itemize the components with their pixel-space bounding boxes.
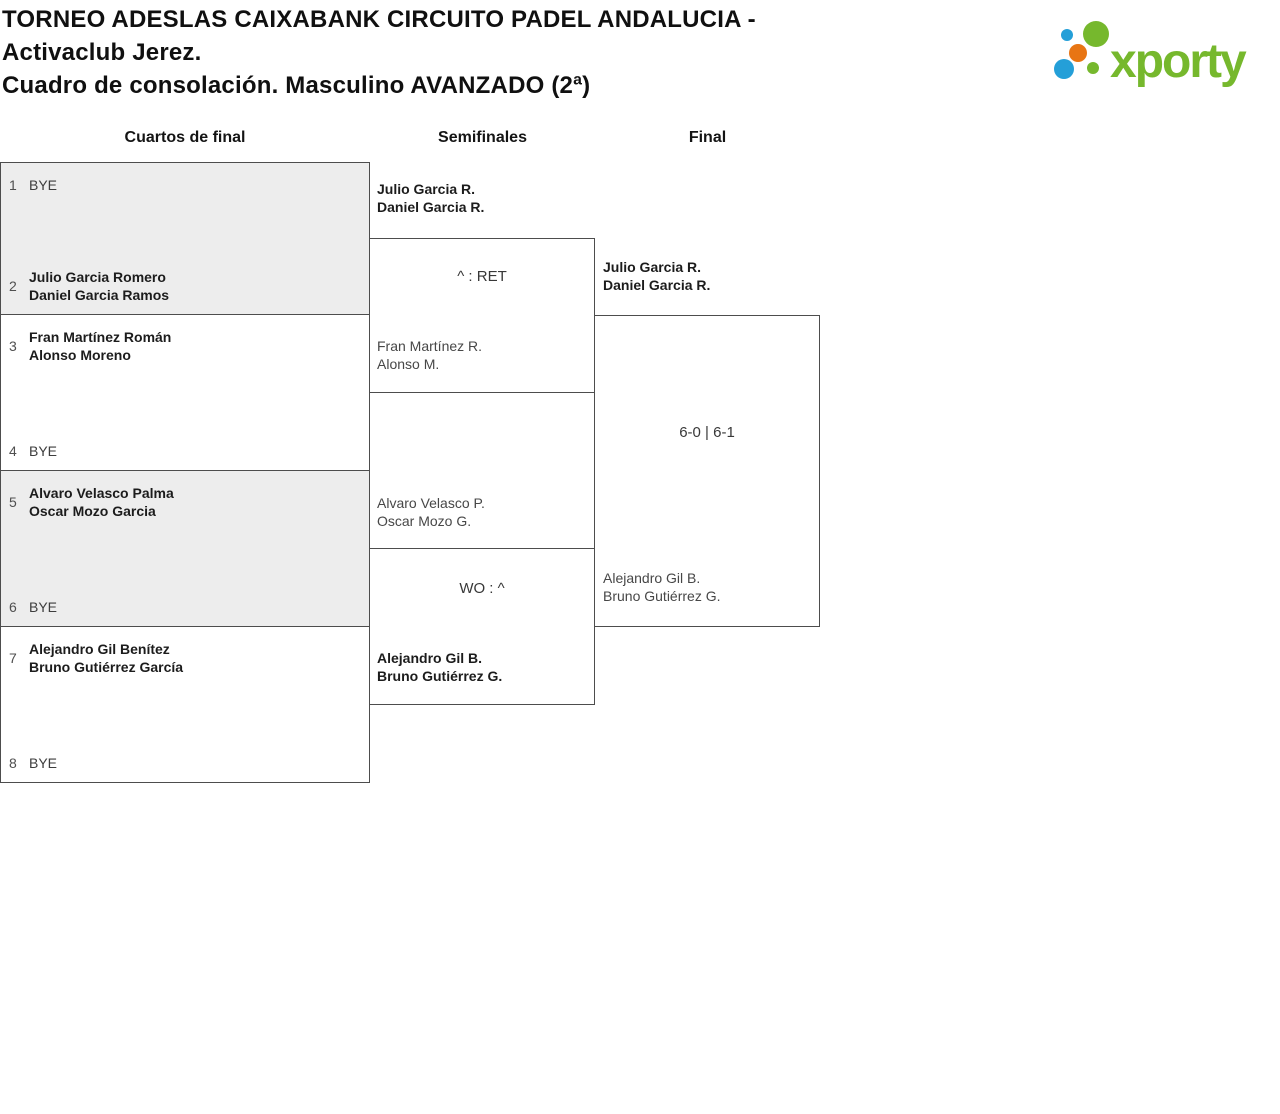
bracket-slot-3: 3 Fran Martínez Román Alonso Moreno — [1, 328, 369, 364]
seed-number: 6 — [9, 599, 17, 615]
xporty-wordmark: xporty — [1110, 35, 1247, 88]
logo-dot-orange-icon — [1069, 44, 1087, 62]
team-name: Fran Martínez Román — [29, 329, 172, 345]
page-title-line: TORNEO ADESLAS CAIXABANK CIRCUITO PADEL … — [2, 6, 756, 33]
qf-match-2-box: 3 Fran Martínez Román Alonso Moreno 4 BY… — [0, 314, 370, 471]
team-entry: BYE — [29, 598, 57, 616]
logo-dot-blue-small-icon — [1061, 29, 1073, 41]
team-name: Alejandro Gil B. — [377, 650, 483, 666]
seed-number: 2 — [9, 278, 17, 294]
team-name: Julio Garcia R. — [377, 181, 476, 197]
sf2-top-team: Alvaro Velasco P. Oscar Mozo G. — [377, 494, 485, 530]
page-title-line: Cuadro de consolación. Masculino AVANZAD… — [2, 72, 591, 99]
final-score: 6-0 | 6-1 — [679, 424, 735, 441]
team-name: Alonso M. — [377, 356, 440, 372]
xporty-logo[interactable]: xporty — [1050, 13, 1275, 103]
team-name: Fran Martínez R. — [377, 338, 483, 354]
final-match-box — [594, 315, 820, 627]
bracket-slot-6: 6 BYE — [1, 598, 369, 616]
qf-match-3-box: 5 Alvaro Velasco Palma Oscar Mozo Garcia… — [0, 470, 370, 627]
team-name: Daniel Garcia R. — [377, 199, 485, 215]
seed-number: 7 — [9, 650, 17, 666]
page-title-line: Activaclub Jerez. — [2, 39, 202, 66]
team-name: Julio Garcia Romero — [29, 269, 166, 285]
bracket-slot-2: 2 Julio Garcia Romero Daniel Garcia Ramo… — [1, 268, 369, 304]
seed-number: 3 — [9, 338, 17, 354]
logo-dot-blue-large-icon — [1054, 59, 1074, 79]
team-name: Alejandro Gil Benítez — [29, 641, 170, 657]
team-entry: BYE — [29, 442, 57, 460]
team-entry: Alejandro Gil Benítez Bruno Gutiérrez Ga… — [29, 640, 183, 676]
sf1-bottom-team: Fran Martínez R. Alonso M. — [377, 337, 482, 373]
team-name: Bruno Gutiérrez García — [29, 659, 184, 675]
team-name: Bruno Gutiérrez G. — [377, 668, 503, 684]
team-name: Alvaro Velasco P. — [377, 495, 485, 511]
team-name: BYE — [29, 755, 58, 771]
team-name: Oscar Mozo Garcia — [29, 503, 156, 519]
sf2-bottom-team: Alejandro Gil B. Bruno Gutiérrez G. — [377, 649, 502, 685]
logo-dot-green-small-icon — [1087, 62, 1099, 74]
team-name: BYE — [29, 443, 58, 459]
team-name: BYE — [29, 599, 58, 615]
logo-dot-green-large-icon — [1083, 21, 1109, 47]
bracket-slot-1: 1 BYE — [1, 176, 369, 194]
final-bottom-team: Alejandro Gil B. Bruno Gutiérrez G. — [603, 569, 721, 605]
round-header-semifinales: Semifinales — [438, 129, 527, 146]
bracket-slot-4: 4 BYE — [1, 442, 369, 460]
page-title: TORNEO ADESLAS CAIXABANK CIRCUITO PADEL … — [2, 3, 756, 102]
qf-match-1-box: 1 BYE 2 Julio Garcia Romero Daniel Garci… — [0, 162, 370, 315]
seed-number: 1 — [9, 177, 17, 193]
sf1-top-team: Julio Garcia R. Daniel Garcia R. — [377, 180, 484, 216]
sf1-score: ^ : RET — [457, 268, 507, 285]
team-entry: Julio Garcia Romero Daniel Garcia Ramos — [29, 268, 169, 304]
team-name: Alejandro Gil B. — [603, 570, 701, 586]
team-name: Daniel Garcia Ramos — [29, 287, 170, 303]
seed-number: 8 — [9, 755, 17, 771]
team-entry: BYE — [29, 176, 57, 194]
final-top-team: Julio Garcia R. Daniel Garcia R. — [603, 258, 710, 294]
team-name: Oscar Mozo G. — [377, 513, 472, 529]
bracket-slot-5: 5 Alvaro Velasco Palma Oscar Mozo Garcia — [1, 484, 369, 520]
team-name: Daniel Garcia R. — [603, 277, 711, 293]
team-name: BYE — [29, 177, 58, 193]
sf2-score: WO : ^ — [459, 580, 505, 597]
round-header-cuartos-de-final: Cuartos de final — [124, 129, 246, 146]
qf-match-4-box: 7 Alejandro Gil Benítez Bruno Gutiérrez … — [0, 626, 370, 783]
team-name: Alonso Moreno — [29, 347, 131, 363]
team-entry: BYE — [29, 754, 57, 772]
bracket-slot-7: 7 Alejandro Gil Benítez Bruno Gutiérrez … — [1, 640, 369, 676]
seed-number: 5 — [9, 494, 17, 510]
team-entry: Alvaro Velasco Palma Oscar Mozo Garcia — [29, 484, 174, 520]
team-name: Bruno Gutiérrez G. — [603, 588, 721, 604]
bracket-slot-8: 8 BYE — [1, 754, 369, 772]
team-entry: Fran Martínez Román Alonso Moreno — [29, 328, 171, 364]
team-name: Julio Garcia R. — [603, 259, 702, 275]
round-header-final: Final — [688, 129, 727, 146]
seed-number: 4 — [9, 443, 17, 459]
team-name: Alvaro Velasco Palma — [29, 485, 174, 501]
